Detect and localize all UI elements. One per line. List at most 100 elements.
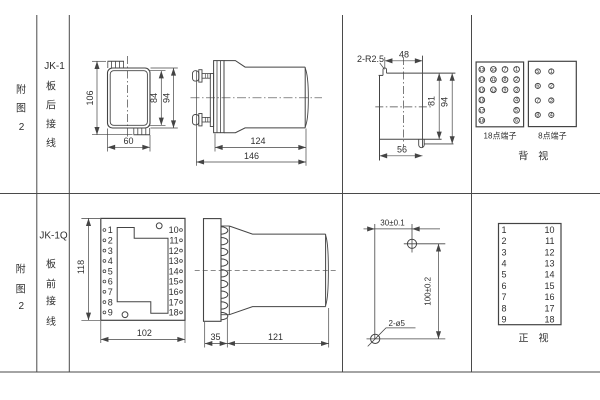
dim-text-48: 48 xyxy=(399,50,409,60)
terminal-circle xyxy=(534,111,541,118)
case-inner-outline xyxy=(109,70,148,126)
dim-text-35: 35 xyxy=(210,332,220,342)
wiring-char: 板 xyxy=(46,258,56,271)
terminal-number: 7 xyxy=(504,67,507,73)
terminal-dot xyxy=(179,289,183,294)
terminal-circle xyxy=(548,82,555,89)
wiring-char: 线 xyxy=(46,315,56,328)
slot-note-2-R2.5: 2-R2.5 xyxy=(357,54,384,64)
wiring-char: 线 xyxy=(46,137,56,150)
terminal-number: 13 xyxy=(479,67,485,72)
terminal-number: 4 xyxy=(108,256,113,266)
terminal-number: 1 xyxy=(108,225,113,235)
table-number-left: 7 xyxy=(502,292,507,302)
dim-text-118: 118 xyxy=(76,260,86,274)
wiring-char: 板 xyxy=(46,80,56,93)
dim-text-121: 121 xyxy=(268,332,283,342)
terminal-number: 15 xyxy=(169,277,179,287)
terminal-bump xyxy=(220,279,229,289)
panel-cutout-view: 48 2-R2.5 81 94 56 xyxy=(357,50,456,161)
body-end-cap xyxy=(304,68,309,127)
terminal-circle xyxy=(478,76,486,83)
dim-text-56: 56 xyxy=(397,145,407,155)
wiring-char: 前 xyxy=(46,278,56,291)
fig-label-char: 附 xyxy=(16,263,26,276)
front-view-label: 正 视 xyxy=(519,332,549,345)
fig-label-char: 图 xyxy=(16,284,26,296)
terminal-box-18 xyxy=(475,61,525,128)
stud-head xyxy=(192,114,200,126)
terminal-number: 1 xyxy=(550,69,553,75)
wiring-char: 后 xyxy=(46,100,56,112)
table-number-right: 13 xyxy=(544,259,554,269)
terminal-bump xyxy=(220,258,229,267)
terminal-circle xyxy=(513,86,520,94)
table-number-left: 2 xyxy=(502,236,507,246)
table-number-left: 5 xyxy=(502,270,507,280)
dim-text-102: 102 xyxy=(137,328,152,338)
row-top-header: 附 图 2 JK-1 板 后 接 线 xyxy=(16,61,65,149)
table-number-right: 17 xyxy=(544,303,554,313)
terminal-bump xyxy=(220,301,229,310)
terminal-bump xyxy=(220,269,229,278)
rear-view-label: 背 视 xyxy=(518,150,548,163)
terminal-circle xyxy=(534,68,541,75)
table-number-right: 18 xyxy=(544,315,554,325)
table-number-right: 11 xyxy=(545,236,554,246)
dim-text-84: 84 xyxy=(149,93,159,103)
table-number-right: 16 xyxy=(544,292,554,302)
terminal-box-18-label: 18点端子 xyxy=(484,131,517,141)
terminal-number: 6 xyxy=(536,84,539,90)
terminal-circle xyxy=(513,96,520,104)
terminal-number: 3 xyxy=(515,87,518,93)
fig-label-char: 2 xyxy=(19,301,25,312)
terminal-dot xyxy=(179,300,183,304)
table-number-left: 1 xyxy=(502,225,507,235)
terminal-number: 17 xyxy=(479,108,485,113)
table-number-left: 8 xyxy=(502,303,507,313)
dim-text-124: 124 xyxy=(250,136,265,146)
terminal-number: 5 xyxy=(108,266,113,276)
jk1-front-view: 106 84 94 60 xyxy=(85,56,178,152)
dim-text-146: 146 xyxy=(244,151,259,161)
dim-text-94: 94 xyxy=(161,93,171,103)
top-slot xyxy=(382,67,387,76)
terminal-number: 2 xyxy=(515,77,518,83)
terminal-dot xyxy=(102,289,107,294)
fig-label-char: 2 xyxy=(19,122,25,133)
bottom-slot xyxy=(418,139,425,149)
model-label: JK-1 xyxy=(44,61,65,72)
terminal-circle xyxy=(513,76,520,83)
body-top-edge xyxy=(229,225,326,235)
terminal-circle xyxy=(490,86,497,94)
mapping-table-box xyxy=(497,222,562,326)
terminal-bump xyxy=(220,236,229,246)
terminal-number: 17 xyxy=(169,297,179,307)
table-number-left: 4 xyxy=(502,259,507,269)
terminal-dot xyxy=(179,310,183,315)
wiring-char: 接 xyxy=(46,118,56,131)
terminal-number: 8 xyxy=(504,77,507,83)
terminal-number: 18 xyxy=(479,118,485,123)
terminal-dot xyxy=(102,228,107,232)
terminal-number: 7 xyxy=(108,287,113,297)
case-outer-outline xyxy=(106,67,151,129)
terminal-dot xyxy=(179,228,183,232)
terminal-number: 9 xyxy=(108,308,113,318)
terminal-number: 1 xyxy=(515,67,518,73)
terminal-number: 18 xyxy=(169,308,179,318)
terminal-dot xyxy=(102,259,107,263)
terminal-number: 10 xyxy=(169,225,179,235)
terminal-number: 6 xyxy=(108,277,113,287)
stud-washer xyxy=(198,69,203,83)
terminal-dot xyxy=(179,238,183,243)
terminal-circle xyxy=(513,106,520,114)
terminal-circle xyxy=(478,106,486,114)
terminal-number: 2 xyxy=(550,84,553,90)
terminal-number: 6 xyxy=(515,118,518,124)
terminal-circle xyxy=(548,97,555,104)
terminal-bump xyxy=(220,290,229,299)
rear-terminal-diagrams: 13 14 15 16 17 18 10 11 12 7 8 9 1 2 3 4… xyxy=(475,60,577,163)
